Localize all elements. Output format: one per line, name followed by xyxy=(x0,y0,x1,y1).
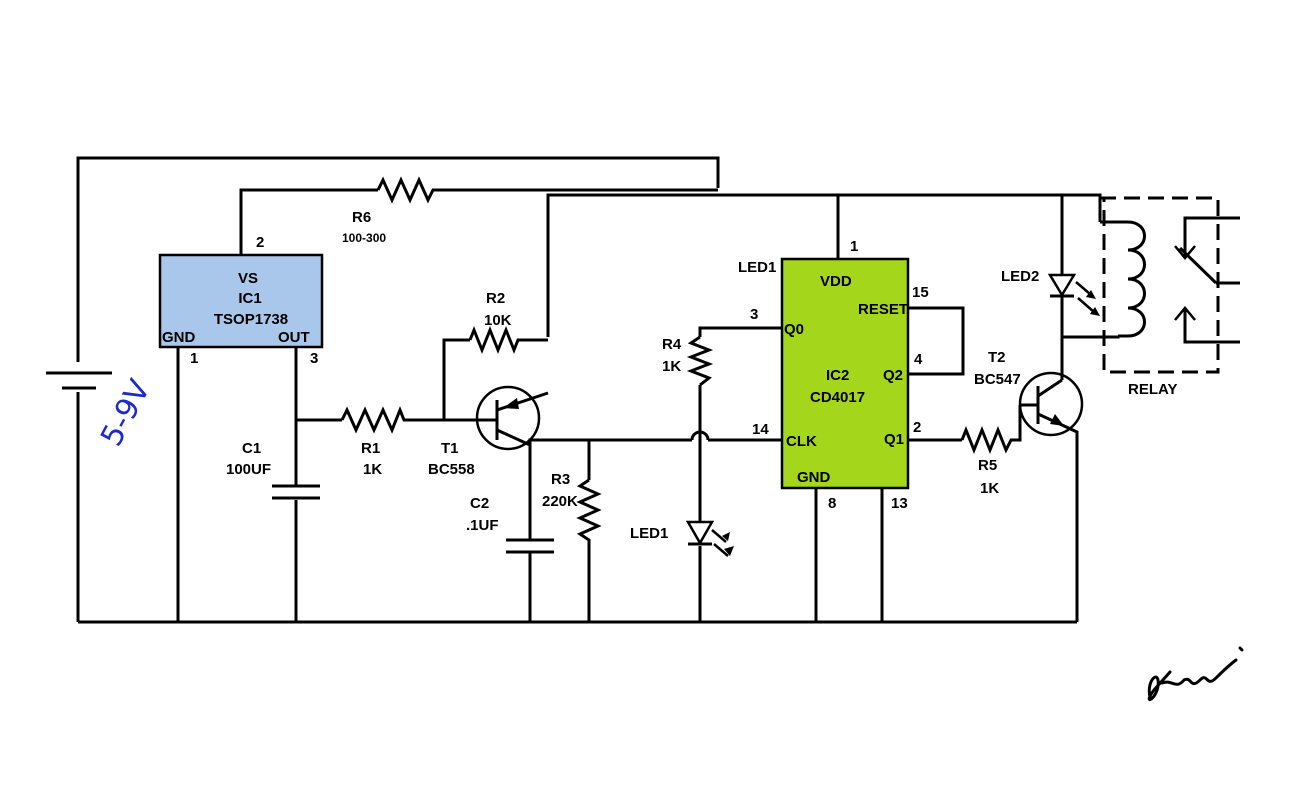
led2: LED2 xyxy=(1001,268,1100,316)
ic2-pin14: 14 xyxy=(752,421,769,438)
resistor-r4: R4 1K xyxy=(662,335,714,387)
c1-name: C1 xyxy=(242,440,261,457)
transistor-t1: T1 BC558 xyxy=(428,385,549,478)
supply-label: 5-9V xyxy=(94,374,158,452)
ic2-led1-note: LED1 xyxy=(738,259,776,276)
ic2-pin3: 3 xyxy=(750,306,758,323)
ic1-pin2: 2 xyxy=(256,234,264,251)
t2-name: T2 xyxy=(988,349,1006,366)
r2-name: R2 xyxy=(486,290,505,307)
t2-part: BC547 xyxy=(974,371,1021,388)
t1-name: T1 xyxy=(441,440,459,457)
resistor-r6: R6 100-300 xyxy=(342,176,438,245)
ic1-vs-label: VS xyxy=(238,270,258,287)
ic2-clk-label: CLK xyxy=(786,433,817,450)
signature xyxy=(1147,646,1244,701)
c2-value: .1UF xyxy=(466,517,499,534)
r6-name: R6 xyxy=(352,209,371,226)
r4-value: 1K xyxy=(662,358,681,375)
led1: LED1 xyxy=(630,520,734,557)
c1-value: 100UF xyxy=(226,461,271,478)
r3-name: R3 xyxy=(551,471,570,488)
resistor-r2: R2 10K xyxy=(468,290,522,355)
r3-value: 220K xyxy=(542,493,578,510)
ic2-pin4: 4 xyxy=(914,351,923,368)
r6-value: 100-300 xyxy=(342,231,386,245)
ic2-pin8: 8 xyxy=(828,495,836,512)
wires xyxy=(76,156,1120,624)
ic2-name: IC2 xyxy=(826,367,849,384)
ic2-vdd-label: VDD xyxy=(820,273,852,290)
capacitor-c1: C1 100UF xyxy=(226,440,320,500)
ic1-gnd-label: GND xyxy=(162,329,196,346)
ic1-pin1: 1 xyxy=(190,350,198,367)
ic2-q2-label: Q2 xyxy=(883,367,903,384)
ic1-name: IC1 xyxy=(238,290,261,307)
ic2-pin13: 13 xyxy=(891,495,908,512)
ic1-out-label: OUT xyxy=(278,329,310,346)
r4-name: R4 xyxy=(662,336,682,353)
ic1-part: TSOP1738 xyxy=(214,311,288,328)
ic1-tsop1738: VS IC1 TSOP1738 GND OUT 2 1 3 xyxy=(158,234,324,367)
led2-name: LED2 xyxy=(1001,268,1039,285)
ic2-q1-label: Q1 xyxy=(884,431,904,448)
r5-name: R5 xyxy=(978,457,997,474)
resistor-r5: R5 1K xyxy=(960,425,1015,497)
r2-value: 10K xyxy=(484,312,512,329)
battery xyxy=(46,371,112,390)
ic2-pin2: 2 xyxy=(913,419,921,436)
resistor-r3: R3 220K xyxy=(542,471,602,544)
ic2-pin15: 15 xyxy=(912,284,929,301)
ic2-gnd-label: GND xyxy=(797,469,831,486)
ic2-reset-label: RESET xyxy=(858,301,908,318)
ic2-q0-label: Q0 xyxy=(784,321,804,338)
led1-name: LED1 xyxy=(630,525,668,542)
ic2-pin1: 1 xyxy=(850,238,858,255)
resistor-r1: R1 1K xyxy=(340,405,408,478)
relay-label: RELAY xyxy=(1128,381,1177,398)
c2-name: C2 xyxy=(470,495,489,512)
ic1-pin3: 3 xyxy=(310,350,318,367)
r1-value: 1K xyxy=(363,461,382,478)
relay: RELAY xyxy=(1100,196,1240,398)
transistor-t2: T2 BC547 xyxy=(974,349,1084,437)
ic2-part: CD4017 xyxy=(810,389,865,406)
r1-name: R1 xyxy=(361,440,380,457)
r5-value: 1K xyxy=(980,480,999,497)
t1-part: BC558 xyxy=(428,461,475,478)
ic2-cd4017: LED1 VDD RESET Q0 IC2 Q2 CD4017 CLK Q1 G… xyxy=(738,238,929,512)
capacitor-c2: C2 .1UF xyxy=(466,495,554,554)
